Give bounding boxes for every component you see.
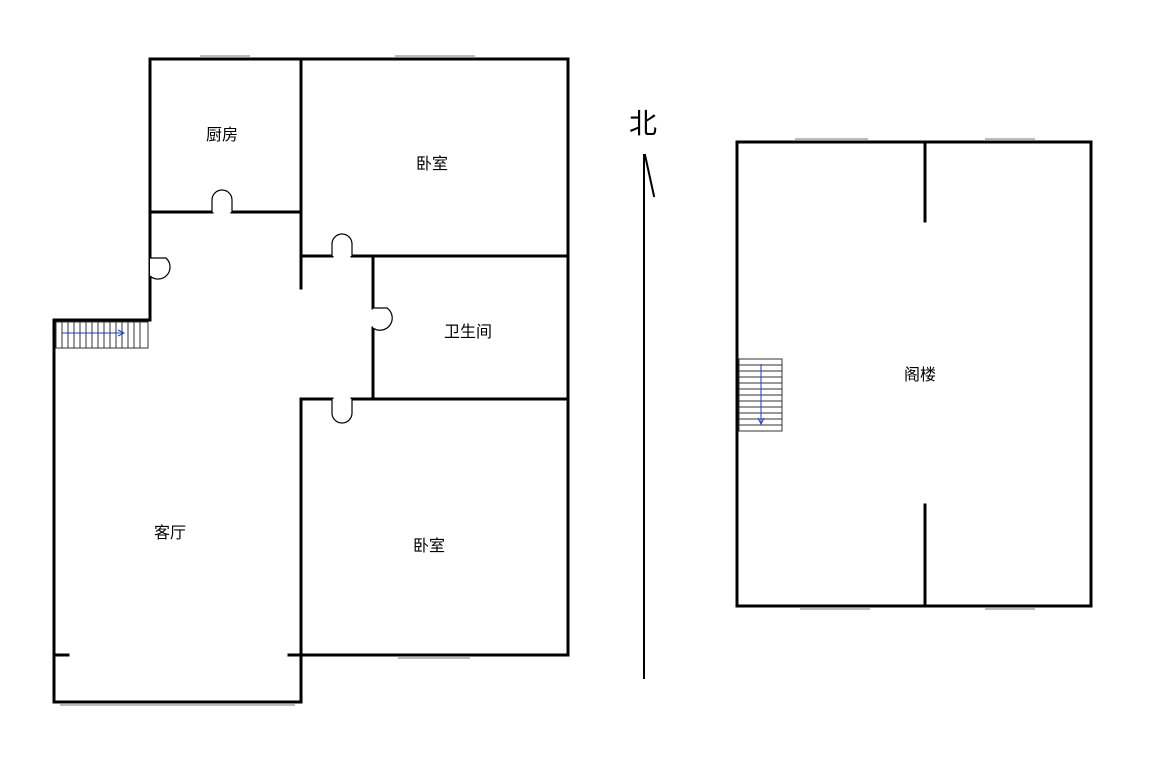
exterior-wall <box>52 57 570 704</box>
main-floor-plan: 厨房 卧室 卫生间 客厅 卧室 <box>52 55 570 706</box>
bedroom-north-door <box>331 233 353 256</box>
bathroom-door <box>372 307 393 331</box>
stairs-attic <box>738 358 783 432</box>
room-label-attic: 阁楼 <box>904 365 936 384</box>
attic-plan: 阁楼 <box>735 138 1093 610</box>
attic-outline <box>735 140 1093 608</box>
stairs-main <box>55 321 149 349</box>
kitchen-door <box>211 189 233 212</box>
north-arrow: 北 <box>629 107 657 679</box>
north-arrow-head <box>643 153 656 198</box>
bedroom-south-door <box>331 399 353 424</box>
corridor-door <box>149 257 171 280</box>
room-label-bedroom-north: 卧室 <box>416 154 448 173</box>
room-label-bathroom: 卫生间 <box>444 322 492 341</box>
room-label-living-room: 客厅 <box>154 523 186 542</box>
north-label: 北 <box>629 107 657 140</box>
room-label-kitchen: 厨房 <box>206 125 238 144</box>
room-label-bedroom-south: 卧室 <box>413 536 445 555</box>
